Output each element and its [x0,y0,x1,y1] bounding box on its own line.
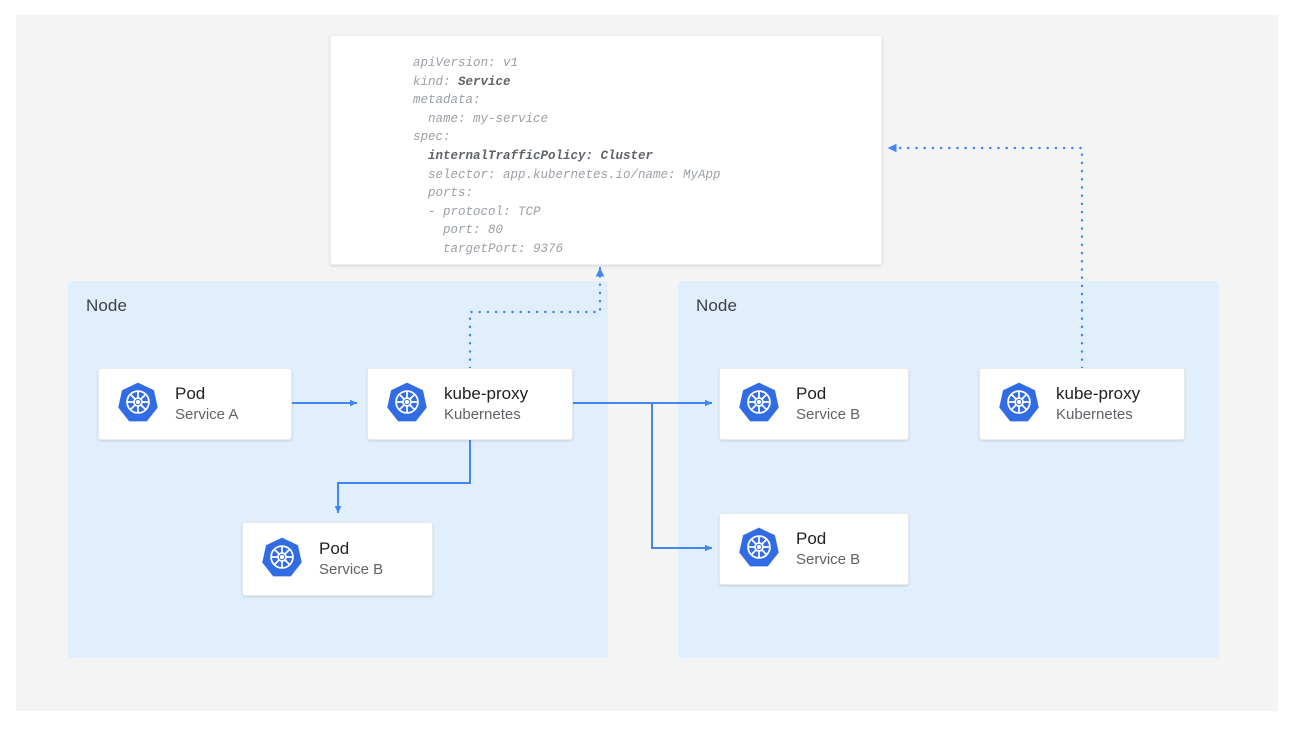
card-subtitle: Service B [796,406,861,424]
card-title: Pod [796,529,827,549]
yaml-line-selector: selector: app.kubernetes.io/name: MyApp [413,167,721,182]
card-title: Pod [796,384,827,404]
yaml-line-name: name: my-service [413,111,549,126]
card-kube-proxy-left[interactable]: kube-proxy Kubernetes [367,368,573,440]
yaml-line-kind-value: Service [458,74,511,89]
yaml-line-metadata: metadata: [413,93,481,108]
kubernetes-icon [261,536,303,583]
card-pod-service-b-left[interactable]: Pod Service B [242,522,433,596]
card-title: kube-proxy [444,384,529,404]
card-subtitle: Kubernetes [444,406,521,424]
card-pod-service-b-top[interactable]: Pod Service B [719,368,909,440]
card-kube-proxy-right[interactable]: kube-proxy Kubernetes [979,368,1185,440]
service-manifest-code: apiVersion: v1 kind: Service metadata: n… [331,36,881,259]
card-subtitle: Kubernetes [1056,406,1133,424]
yaml-line-apiversion: apiVersion: v1 [413,56,519,70]
kubernetes-icon [117,381,159,428]
card-subtitle: Service B [319,561,384,579]
card-pod-service-b-bottom[interactable]: Pod Service B [719,513,909,585]
node-label-right: Node [696,296,738,315]
kubernetes-icon [738,381,780,428]
yaml-line-targetport: targetPort: 9376 [413,241,564,256]
yaml-line-protocol: - protocol: TCP [413,204,541,219]
yaml-line-spec: spec: [413,130,451,145]
yaml-line-ports: ports: [413,186,474,201]
card-subtitle: Service A [175,406,239,424]
card-title: kube-proxy [1056,384,1141,404]
yaml-line-port: port: 80 [413,223,504,238]
node-box-right [678,281,1219,658]
service-manifest-card: apiVersion: v1 kind: Service metadata: n… [330,35,882,265]
card-title: Pod [175,384,206,404]
kubernetes-icon [386,381,428,428]
yaml-line-internal-traffic-policy: internalTrafficPolicy: Cluster [413,148,654,163]
card-pod-service-a[interactable]: Pod Service A [98,368,292,440]
yaml-line-kind-key: kind: [413,74,459,89]
kubernetes-icon [738,526,780,573]
node-label-left: Node [86,296,128,315]
kubernetes-icon [998,381,1040,428]
card-title: Pod [319,539,350,559]
node-box-left [68,281,608,658]
card-subtitle: Service B [796,551,861,569]
